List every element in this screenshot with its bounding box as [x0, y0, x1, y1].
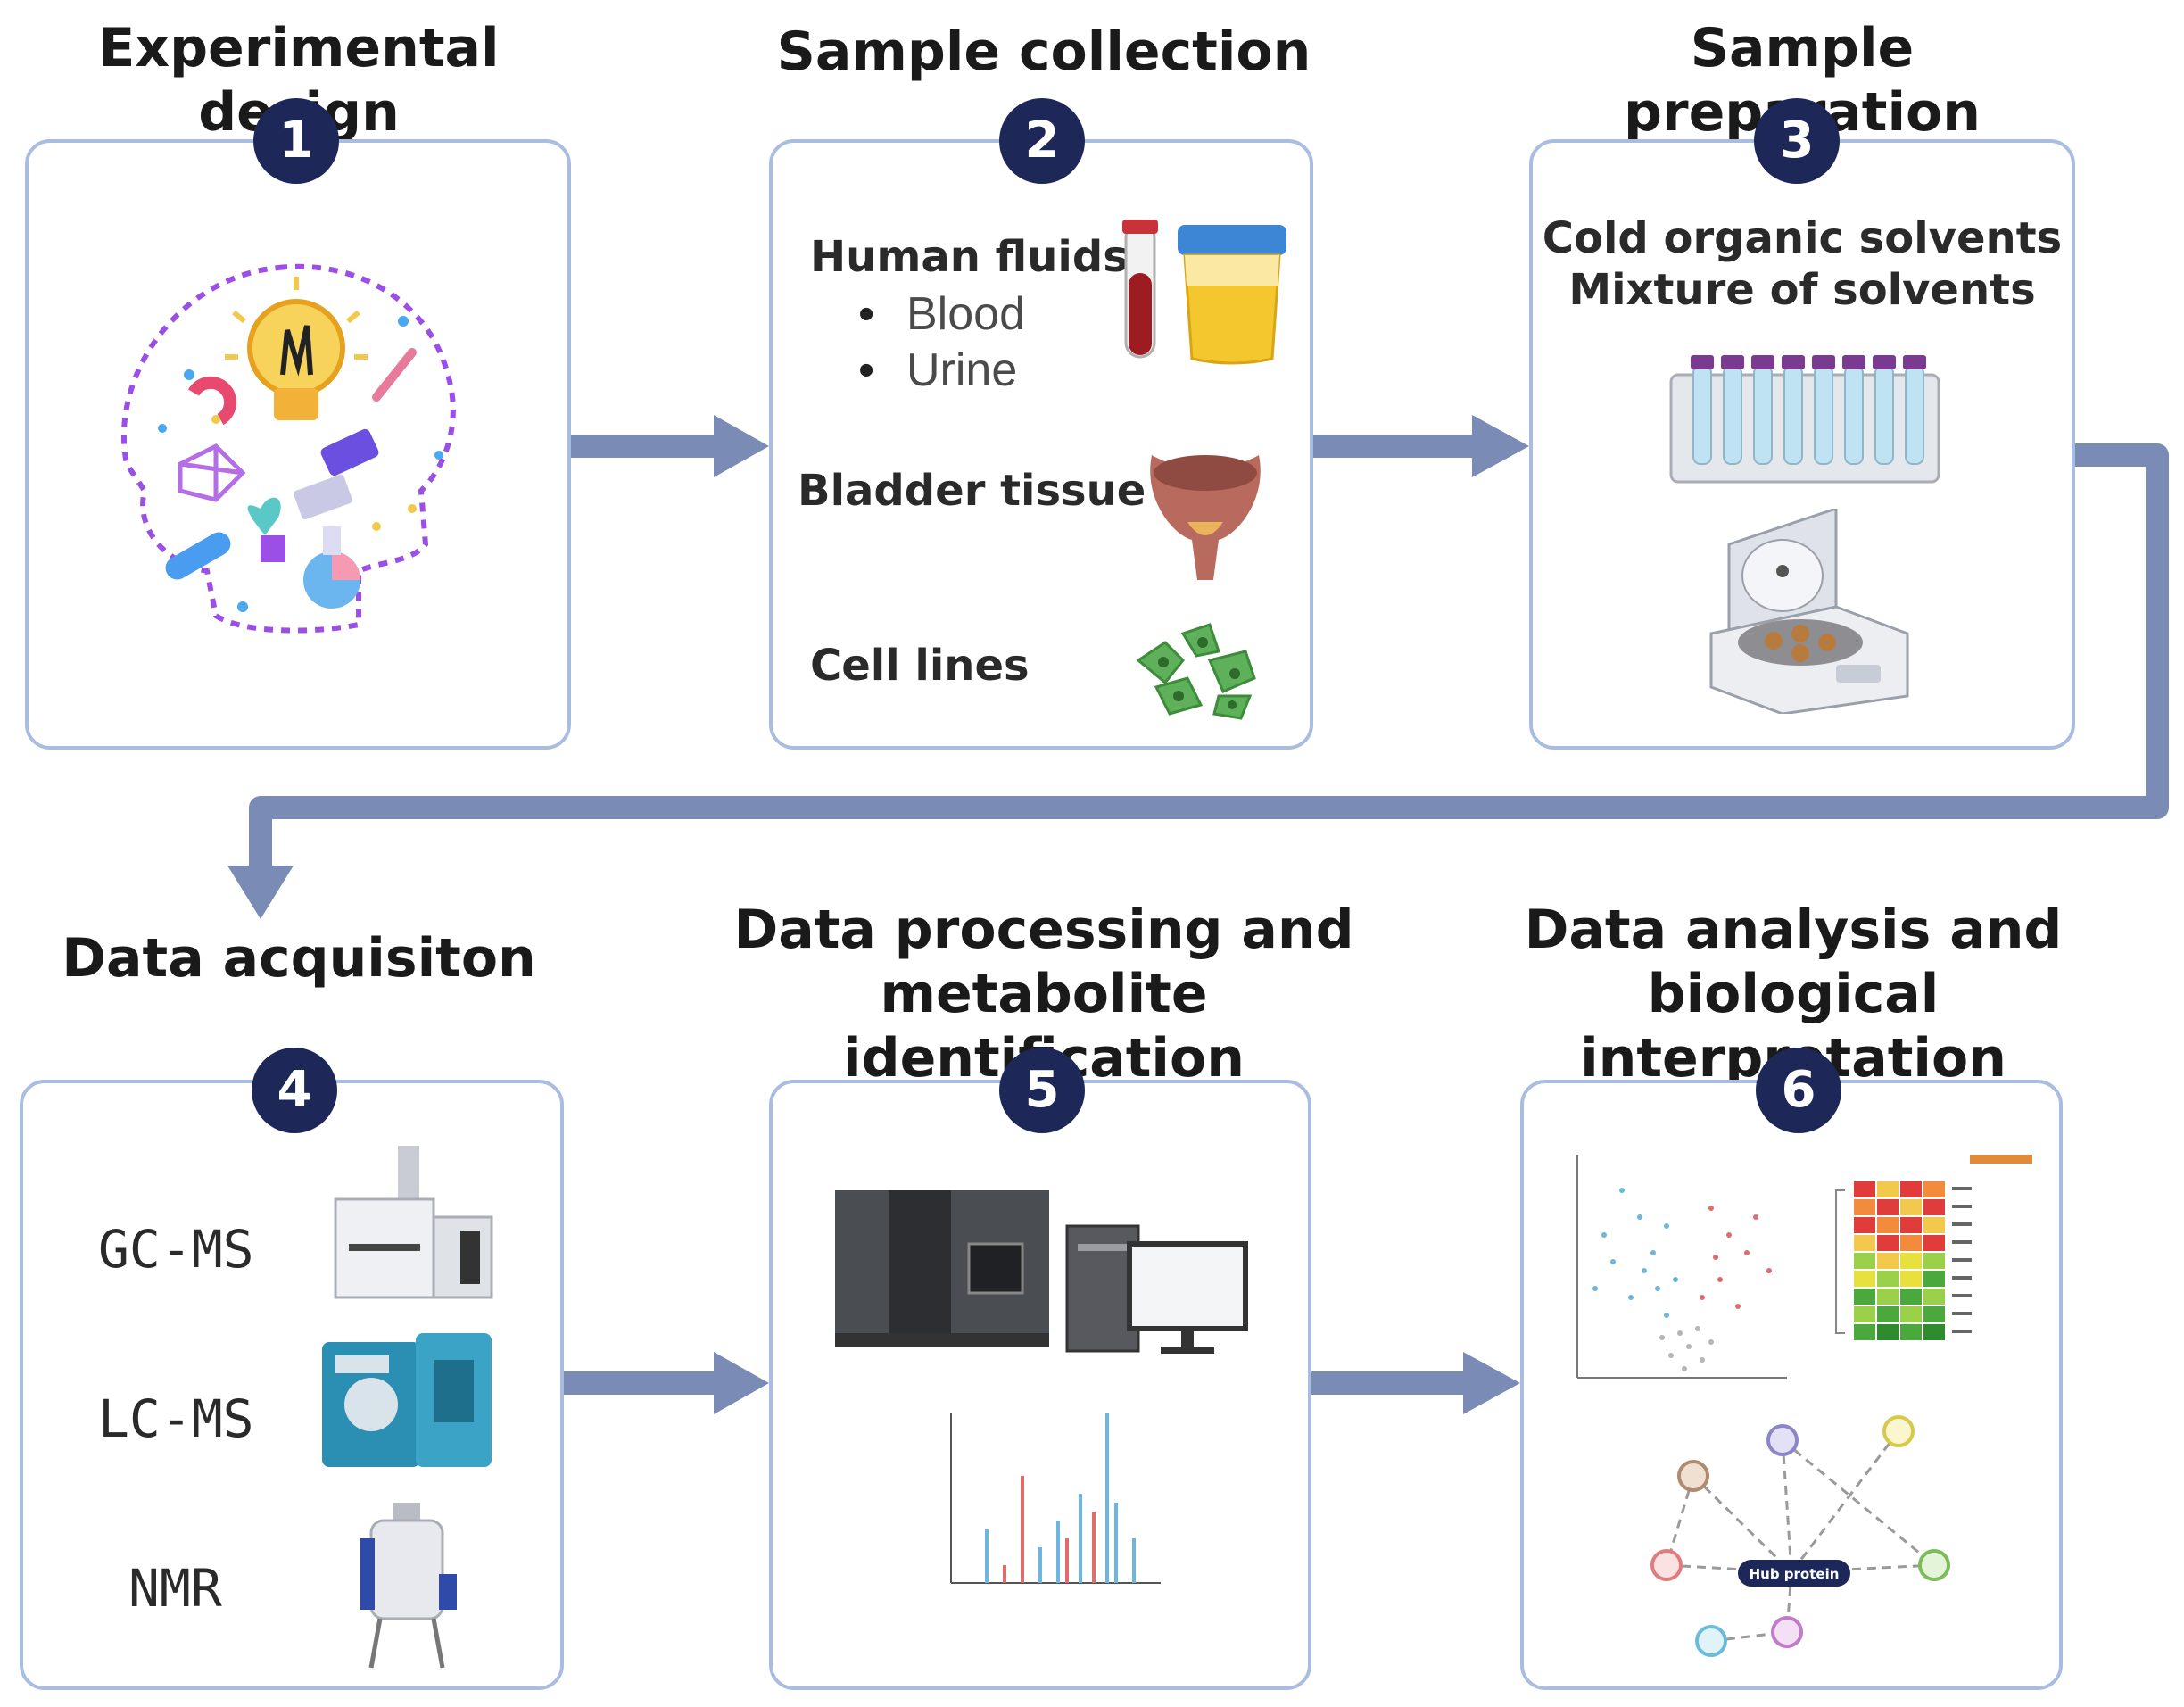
lightbulb-icon [247, 299, 345, 420]
step-4-title: Data acquisiton [62, 927, 536, 990]
brain-idea-illustration [120, 263, 456, 634]
centrifuge-icon [1709, 509, 1909, 714]
step-2-badge: 2 [999, 98, 1085, 184]
arrowhead-1-to-2 [714, 415, 769, 477]
lc-ms-instrument-icon [322, 1333, 492, 1467]
pipette-icon [372, 348, 417, 402]
nmr-instrument-icon [360, 1503, 457, 1669]
step-1-badge: 1 [253, 98, 339, 184]
gc-ms-instrument-icon [334, 1146, 493, 1299]
arrowhead-5-to-6 [1463, 1352, 1520, 1414]
fluid-blood: Blood [858, 287, 1025, 341]
hub-protein-label: Hub protein [1750, 1566, 1840, 1582]
magnet-icon [187, 376, 237, 426]
step-5-panel [769, 1080, 1311, 1690]
step-4-panel: GC-MS LC-MS NMR [20, 1080, 564, 1690]
step-2-title: Sample collection [776, 21, 1311, 83]
arrowhead-4-to-5 [714, 1352, 769, 1414]
arrow-3-to-4 [249, 443, 2169, 870]
flask-icon [303, 526, 360, 609]
mass-spectrum-chart [950, 1413, 1161, 1584]
technique-lc-ms: LC-MS [98, 1388, 254, 1449]
heatmap-icon [1835, 1155, 2032, 1340]
human-fluids-label: Human fluids: [810, 232, 1146, 282]
step-5-badge: 5 [999, 1048, 1085, 1133]
tablet-icon [320, 428, 379, 476]
step-5-title-line-1: Data processing and [733, 899, 1354, 961]
cell-lines-label: Cell lines [810, 641, 1030, 691]
step-3-badge: 3 [1754, 98, 1840, 184]
mass-spectrometer-computer-icon [835, 1190, 1248, 1354]
solvent-line-2: Mixture of solvents [1568, 265, 2036, 315]
urine-cup-icon [1178, 225, 1286, 365]
step-3-panel: Cold organic solvents Mixture of solvent… [1529, 139, 2075, 750]
chip-icon [294, 474, 352, 520]
bladder-icon [1150, 455, 1261, 580]
step-6-badge: 6 [1756, 1048, 1841, 1133]
step-6-title-line-1: Data analysis and [1524, 899, 2063, 961]
molecule-icon [178, 443, 246, 502]
volcano-plot-icon [1576, 1155, 1787, 1379]
technique-nmr: NMR [128, 1558, 222, 1619]
arrowhead-3-to-4 [228, 866, 294, 919]
step-1-panel [25, 139, 571, 750]
step-6-panel: Hub protein [1520, 1080, 2063, 1690]
step-4-badge: 4 [252, 1048, 337, 1133]
pill-icon [165, 532, 231, 580]
fluid-urine: Urine [858, 344, 1017, 397]
arrowhead-2-to-3 [1472, 415, 1529, 477]
tube-rack-icon [1669, 355, 1940, 484]
cell-lines-icon [1136, 623, 1256, 720]
blood-tube-icon [1122, 220, 1158, 359]
plant-icon [247, 497, 281, 535]
technique-gc-ms: GC-MS [98, 1219, 254, 1280]
step-2-panel: Human fluids: Blood Urine Bladder tissue… [769, 139, 1313, 750]
protein-network-icon: Hub protein [1650, 1415, 1950, 1657]
bladder-tissue-label: Bladder tissue [798, 466, 1146, 516]
solvent-line-1: Cold organic solvents [1542, 213, 2063, 263]
